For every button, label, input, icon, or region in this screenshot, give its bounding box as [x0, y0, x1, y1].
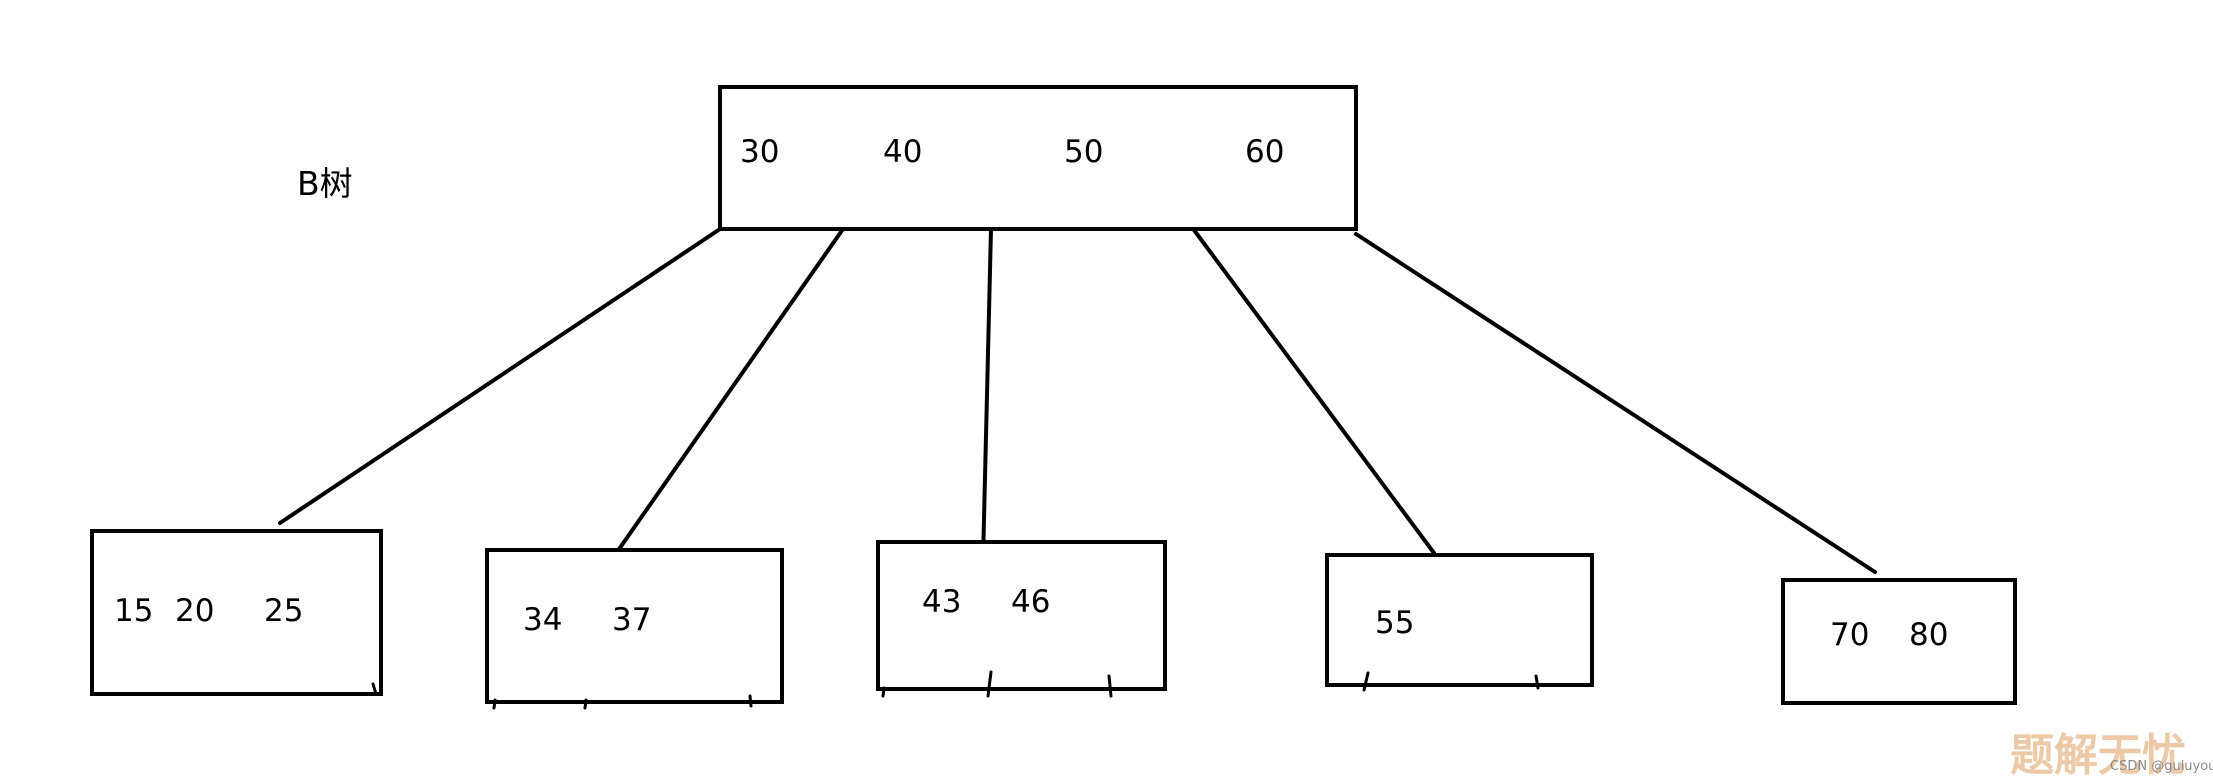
child-node-box: [90, 529, 383, 696]
child-key: 15: [114, 593, 153, 629]
child-node-5: 70 80: [1781, 578, 2017, 705]
child-key: 34: [523, 602, 562, 638]
edge-root-child-4: [1189, 224, 1436, 555]
root-key: 50: [1064, 134, 1103, 170]
child-key: 20: [175, 593, 214, 629]
tree-edges: [278, 224, 1877, 574]
child-key: 37: [612, 602, 651, 638]
diagram-title: B树: [297, 164, 353, 203]
child-key: 80: [1909, 617, 1948, 653]
edge-root-child-2: [615, 227, 845, 554]
pointer-tick: [492, 698, 497, 710]
child-key: 55: [1375, 605, 1414, 641]
pointer-tick: [1362, 671, 1370, 692]
root-key: 40: [883, 134, 922, 170]
pointer-tick: [1534, 674, 1540, 690]
child-node-box: [1325, 553, 1594, 687]
root-node: 30 40 50 60: [718, 85, 1358, 231]
root-key: 30: [740, 134, 779, 170]
child-key: 46: [1011, 584, 1050, 620]
child-node-2: 34 37: [485, 548, 784, 710]
child-key: 25: [264, 593, 303, 629]
child-node-3: 43 46: [876, 540, 1167, 698]
pointer-tick: [881, 686, 886, 698]
edge-root-child-5: [1354, 232, 1877, 574]
child-node-box: [1781, 578, 2017, 705]
pointer-tick: [748, 694, 753, 708]
child-key: 70: [1830, 617, 1869, 653]
pointer-tick: [583, 698, 588, 710]
root-key: 60: [1245, 134, 1284, 170]
watermark-small-text: CSDN @guluyou: [2110, 759, 2213, 774]
pointer-tick: [371, 682, 378, 696]
child-node-1: 15 20 25: [90, 529, 383, 696]
edge-root-child-3: [981, 227, 993, 562]
child-node-box: [876, 540, 1167, 691]
child-node-box: [485, 548, 784, 704]
edge-root-child-1: [278, 227, 722, 525]
child-key: 43: [922, 584, 961, 620]
pointer-tick: [1107, 674, 1113, 698]
watermark: 题解无忧 CSDN @guluyou: [2010, 730, 2213, 781]
child-node-4: 55: [1325, 553, 1594, 692]
watermark-site-text: 题解无忧: [2010, 730, 2186, 781]
root-node-box: [718, 85, 1358, 231]
pointer-tick: [986, 670, 993, 698]
